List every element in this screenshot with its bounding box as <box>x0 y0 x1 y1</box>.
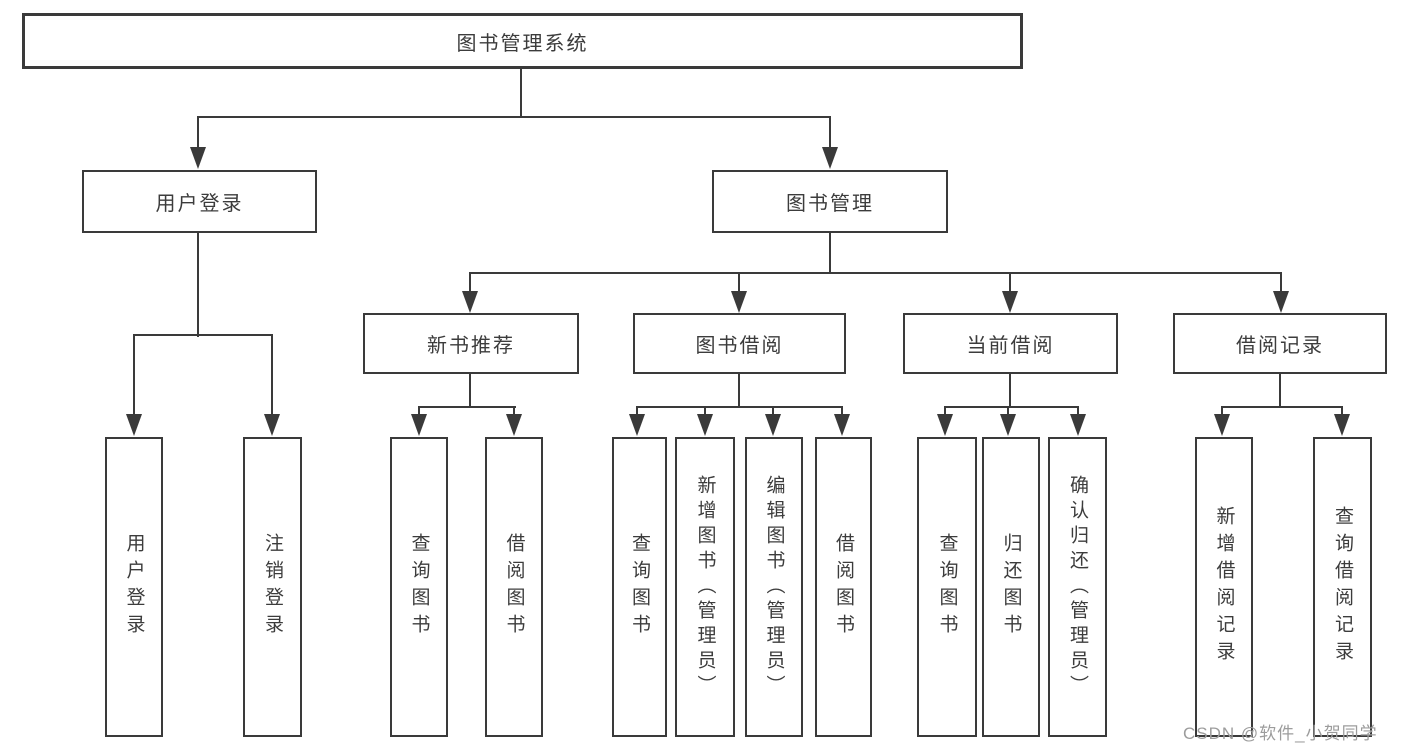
connector-current-borrow-split <box>944 406 1079 408</box>
leaf-rec-query-books: 查询图书 <box>390 437 448 737</box>
node-root-label: 图书管理系统 <box>456 32 589 55</box>
node-book-borrow: 图书借阅 <box>633 313 846 374</box>
leaf-cb-confirm-return: 确认归还（管理员） <box>1048 437 1107 737</box>
arrow-br-query-icon <box>1334 407 1350 436</box>
leaf-logout-label: 注销登录 <box>262 533 283 641</box>
leaf-bb-edit-books: 编辑图书（管理员） <box>745 437 803 737</box>
leaf-cb-return-books: 归还图书 <box>982 437 1040 737</box>
node-borrow-records: 借阅记录 <box>1173 313 1387 374</box>
arrow-to-leaf-logout-icon <box>264 335 280 436</box>
arrow-bb-edit-icon <box>765 407 781 436</box>
csdn-watermark: CSDN @软件_小贺同学 <box>1183 724 1378 743</box>
node-new-book-rec-label: 新书推荐 <box>427 335 515 357</box>
leaf-bb-edit-books-label: 编辑图书（管理员） <box>763 474 785 700</box>
connector-borrow-records-split <box>1221 406 1343 408</box>
leaf-rec-borrow-books: 借阅图书 <box>485 437 543 737</box>
leaf-br-add-record-label: 新增借阅记录 <box>1213 506 1235 668</box>
leaf-cb-return-books-label: 归还图书 <box>1000 533 1022 641</box>
connector-borrow-records-stem <box>1279 373 1281 408</box>
connector-new-book-rec-stem <box>469 373 471 408</box>
arrow-to-borrow-records-icon <box>1273 273 1289 313</box>
leaf-cb-confirm-return-label: 确认归还（管理员） <box>1067 474 1088 700</box>
leaf-user-login: 用户登录 <box>105 437 163 737</box>
connector-root-split <box>197 116 831 118</box>
leaf-br-add-record: 新增借阅记录 <box>1195 437 1253 737</box>
connector-book-mgmt-stem <box>829 233 831 274</box>
leaf-cb-query-books: 查询图书 <box>917 437 977 737</box>
arrow-to-new-book-rec-icon <box>462 273 478 313</box>
leaf-bb-add-books-label: 新增图书（管理员） <box>694 474 716 700</box>
leaf-bb-query-books-label: 查询图书 <box>629 533 650 641</box>
node-borrow-records-label: 借阅记录 <box>1236 335 1324 357</box>
arrow-rec-borrow-icon <box>506 407 522 436</box>
node-book-borrow-label: 图书借阅 <box>695 335 784 357</box>
arrow-to-leaf-user-login-icon <box>126 335 142 436</box>
node-user-login: 用户登录 <box>82 170 317 233</box>
connector-book-borrow-stem <box>738 373 740 408</box>
connector-current-borrow-stem <box>1009 373 1011 408</box>
arrow-cb-confirm-icon <box>1070 407 1086 436</box>
connector-user-login-stem <box>197 232 199 337</box>
leaf-user-login-label: 用户登录 <box>123 533 145 641</box>
leaf-cb-query-books-label: 查询图书 <box>936 533 958 641</box>
leaf-bb-query-books: 查询图书 <box>612 437 667 737</box>
arrow-bb-add-icon <box>697 407 713 436</box>
connector-root-stem <box>520 67 522 118</box>
node-root: 图书管理系统 <box>22 13 1023 69</box>
arrow-cb-query-icon <box>937 407 953 436</box>
leaf-rec-query-books-label: 查询图书 <box>408 533 430 641</box>
arrow-rec-query-icon <box>411 407 427 436</box>
leaf-br-query-record-label: 查询借阅记录 <box>1332 506 1353 668</box>
node-current-borrow: 当前借阅 <box>903 313 1118 374</box>
arrow-to-current-borrow-icon <box>1002 273 1018 313</box>
connector-user-login-split <box>133 334 273 336</box>
node-book-mgmt: 图书管理 <box>712 170 948 233</box>
leaf-rec-borrow-books-label: 借阅图书 <box>503 533 525 641</box>
arrow-cb-return-icon <box>1000 407 1016 436</box>
arrow-to-book-mgmt-icon <box>822 117 838 169</box>
connector-book-mgmt-split <box>469 272 1282 274</box>
arrow-to-book-borrow-icon <box>731 273 747 313</box>
leaf-br-query-record: 查询借阅记录 <box>1313 437 1372 737</box>
connector-book-borrow-split <box>636 406 843 408</box>
leaf-bb-add-books: 新增图书（管理员） <box>675 437 735 737</box>
connector-new-book-rec-split <box>418 406 516 408</box>
leaf-logout: 注销登录 <box>243 437 302 737</box>
arrow-to-user-login-icon <box>190 117 206 169</box>
node-user-login-label: 用户登录 <box>155 193 244 215</box>
arrow-br-add-icon <box>1214 407 1230 436</box>
arrow-bb-query-icon <box>629 407 645 436</box>
node-new-book-rec: 新书推荐 <box>363 313 579 374</box>
arrow-bb-borrow-icon <box>834 407 850 436</box>
node-book-mgmt-label: 图书管理 <box>786 193 874 215</box>
node-current-borrow-label: 当前借阅 <box>966 335 1055 357</box>
leaf-bb-borrow-books: 借阅图书 <box>815 437 872 737</box>
leaf-bb-borrow-books-label: 借阅图书 <box>833 533 854 641</box>
